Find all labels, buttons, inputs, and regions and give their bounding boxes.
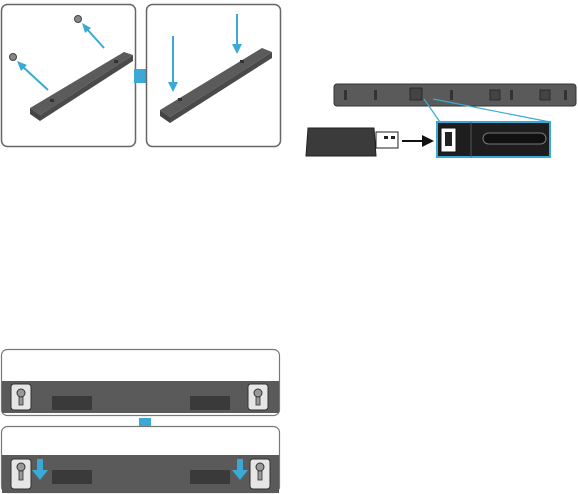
usb-port-zoom bbox=[436, 121, 551, 158]
screw-icon bbox=[74, 15, 82, 23]
blue-arrow-icon bbox=[82, 23, 105, 49]
down-arrow-icon bbox=[232, 14, 242, 54]
panel-bracket-after bbox=[0, 425, 281, 494]
black-arrow-icon bbox=[402, 135, 434, 147]
panel-screws-after bbox=[145, 3, 282, 148]
soundbar-diagonal bbox=[160, 48, 272, 123]
down-arrow-icon bbox=[32, 459, 48, 480]
wall-bracket-icon bbox=[247, 383, 269, 411]
soundbar-diagonal bbox=[30, 52, 133, 121]
usb-drive-icon bbox=[305, 127, 399, 157]
figure-usb-port bbox=[300, 78, 578, 160]
figure-bracket-slide bbox=[0, 348, 284, 494]
wall-bracket-icon bbox=[249, 458, 271, 490]
soundbar-rear bbox=[333, 83, 577, 107]
panel-bracket-before bbox=[0, 348, 281, 417]
blue-arrow-icon bbox=[17, 61, 49, 91]
figure-mount-screws bbox=[0, 0, 282, 150]
screw-icon bbox=[9, 53, 17, 61]
wall-bracket-icon bbox=[10, 383, 32, 411]
wall-bracket-icon bbox=[10, 458, 32, 490]
down-arrow-icon bbox=[232, 459, 248, 480]
panel-screws-before bbox=[0, 3, 137, 148]
down-arrow-icon bbox=[168, 36, 178, 92]
